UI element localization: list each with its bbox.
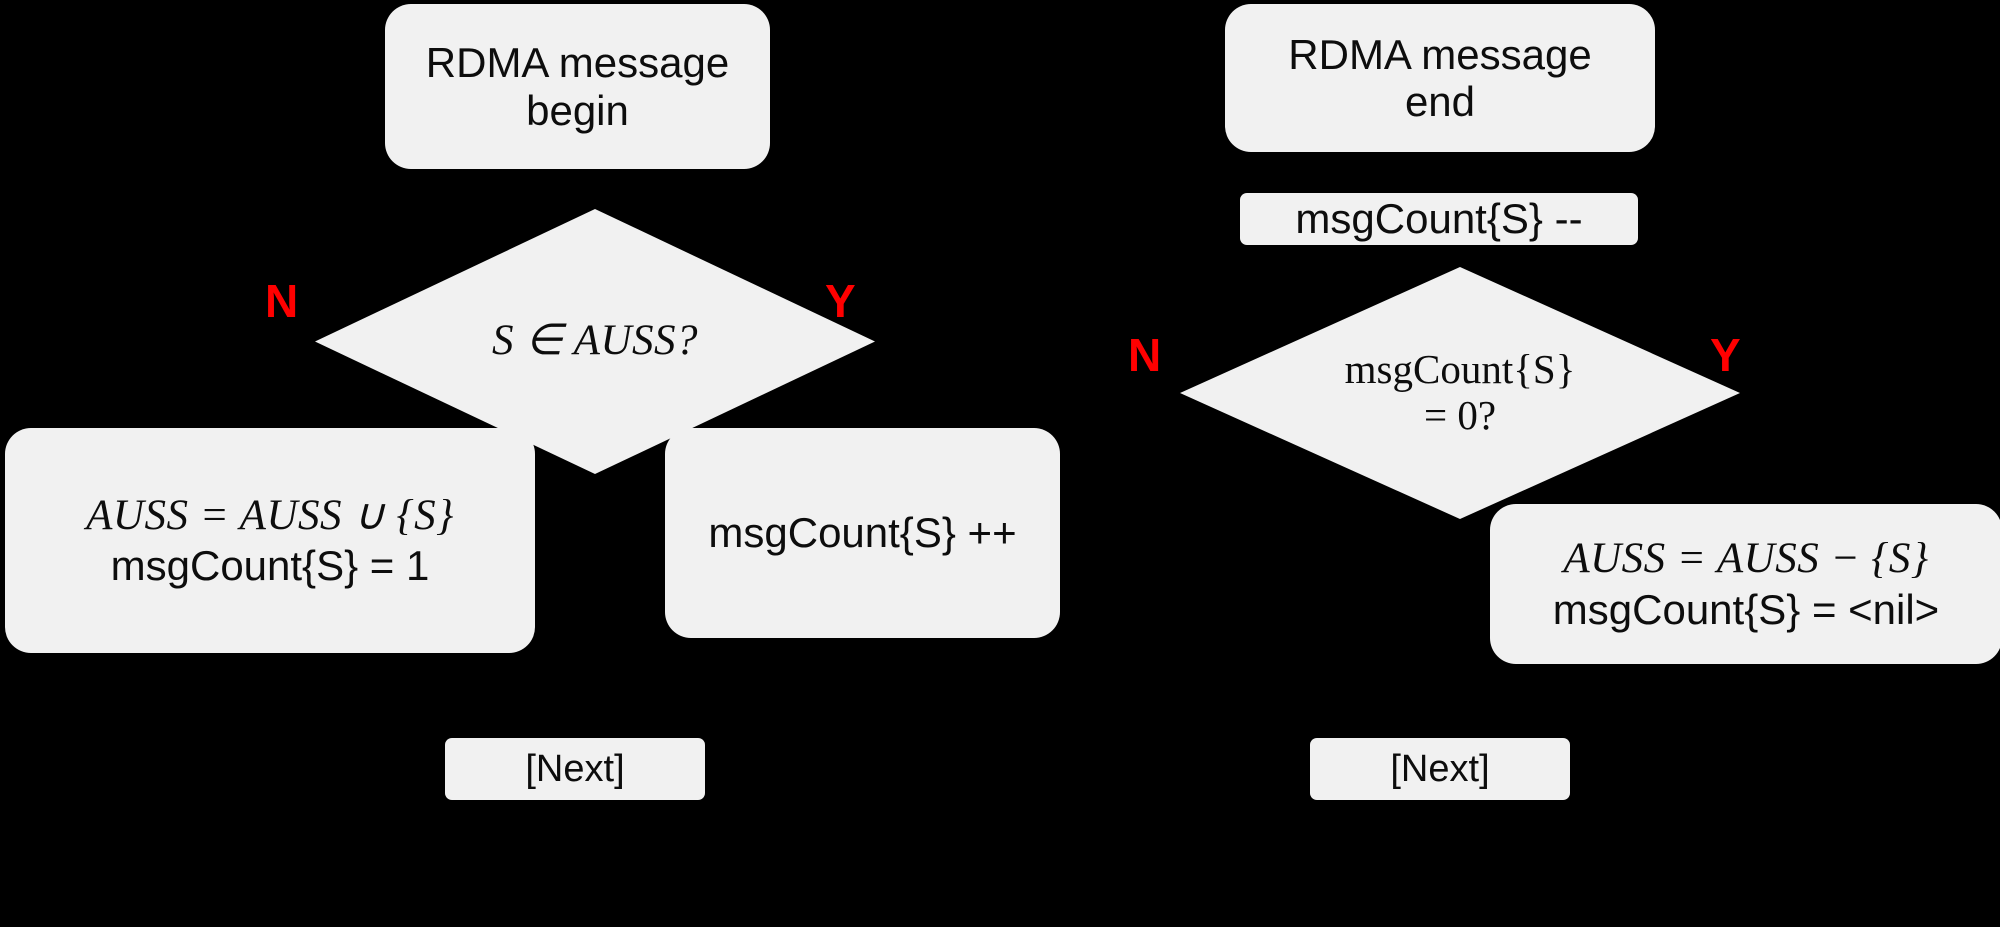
action-node-nil-line: msgCount{S} = <nil> <box>1552 585 1940 633</box>
decision-node-label: S ∈ AUSS? <box>492 317 698 365</box>
action-node-math-line: AUSS = AUSS ∪ {S} <box>86 491 454 539</box>
decision-node-msgcount-zero: msgCount{S} = 0? <box>1180 267 1740 519</box>
action-node-msgcount-increment: msgCount{S} ++ <box>665 428 1060 638</box>
start-node-line-1: RDMA message <box>425 39 730 87</box>
start-node-line-2: begin <box>526 86 629 134</box>
branch-label-no-right: N <box>1128 329 1162 381</box>
branch-label-yes-left: Y <box>825 275 856 327</box>
action-node-add-to-auss: AUSS = AUSS ∪ {S} msgCount{S} = 1 <box>5 428 535 653</box>
start-node-end-line-2: end <box>1404 78 1476 125</box>
action-node-remove-math-line: AUSS = AUSS − {S} <box>1563 535 1929 583</box>
decision-node-zero-line-1: msgCount{S} <box>1344 346 1576 393</box>
action-node-msgcount-decrement: msgCount{S} -- <box>1240 193 1638 245</box>
next-button-left-label: [Next] <box>525 747 625 790</box>
start-node-rdma-message-begin: RDMA message begin <box>385 4 770 169</box>
next-button-right[interactable]: [Next] <box>1310 738 1570 800</box>
branch-label-no-left: N <box>265 275 299 327</box>
next-button-right-label: [Next] <box>1390 747 1490 790</box>
action-node-assignment-line: msgCount{S} = 1 <box>110 542 430 590</box>
start-node-rdma-message-end: RDMA message end <box>1225 4 1655 152</box>
action-node-remove-from-auss: AUSS = AUSS − {S} msgCount{S} = <nil> <box>1490 504 2000 664</box>
start-node-end-line-1: RDMA message <box>1288 30 1592 78</box>
action-node-decrement-label: msgCount{S} -- <box>1295 195 1583 243</box>
action-node-increment-line: msgCount{S} ++ <box>708 509 1017 557</box>
branch-label-yes-right: Y <box>1710 329 1741 381</box>
decision-node-zero-line-2: = 0? <box>1423 392 1497 438</box>
next-button-left[interactable]: [Next] <box>445 738 705 800</box>
